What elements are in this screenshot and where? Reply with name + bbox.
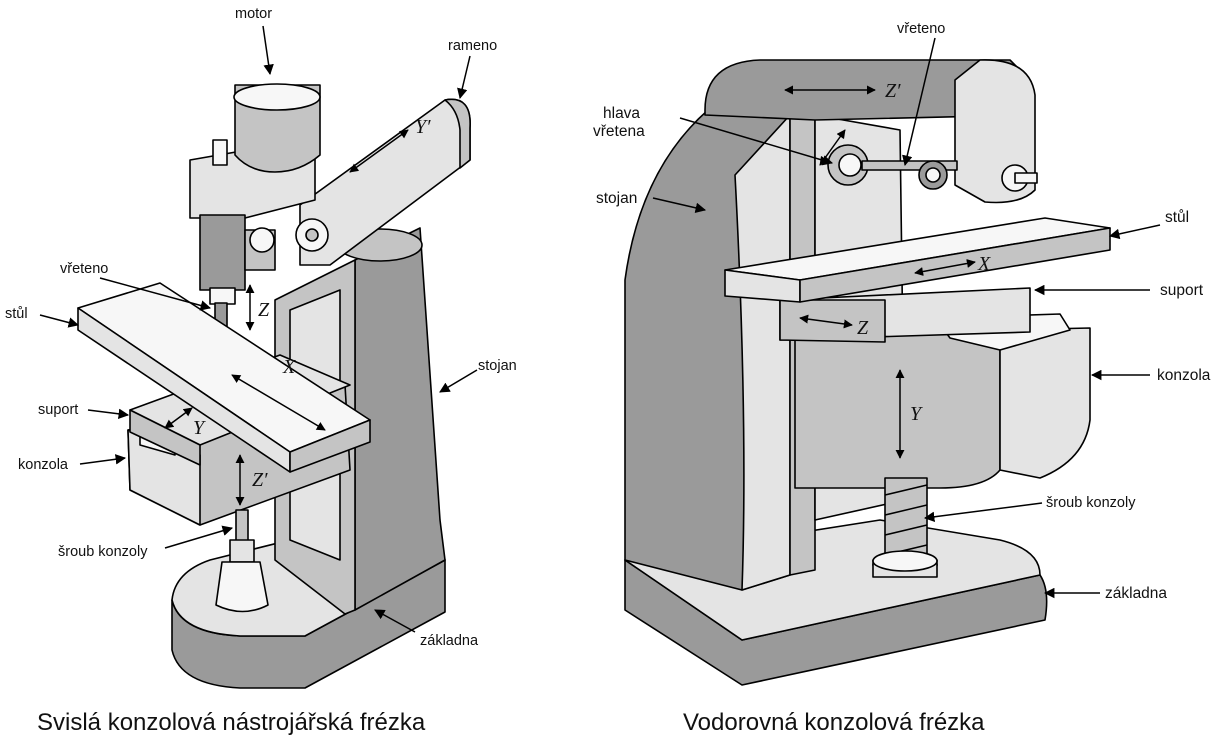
axis-z-left: Z: [258, 299, 270, 321]
label-zakladna-right: základna: [1105, 585, 1167, 602]
motion-z-right: [799, 314, 853, 329]
horizontal-milling-machine: vřeteno hlava vřetena stojan stůl suport…: [593, 21, 1211, 736]
label-stojan-left: stojan: [478, 358, 517, 374]
motion-yprime-left: [349, 129, 409, 173]
elevating-screw-right: [872, 477, 938, 578]
label-suport-left: suport: [38, 402, 78, 418]
axis-x-right: X: [977, 253, 991, 275]
leader-stojan-left: [439, 369, 478, 393]
caption-right: Vodorovná konzolová frézka: [683, 709, 985, 736]
leader-rameno: [457, 55, 471, 100]
label-suport-right: suport: [1160, 282, 1204, 299]
axis-z-right: Z: [857, 317, 869, 339]
vertical-milling-machine: motor rameno vřeteno stůl stojan suport …: [5, 6, 517, 736]
leader-vreteno-right: [902, 37, 936, 167]
leader-hlava-vretena: [679, 117, 834, 166]
motion-x-left: [231, 374, 326, 431]
axis-y-left: Y: [193, 417, 206, 439]
leader-motor: [262, 25, 274, 76]
label-sroub-right: šroub konzoly: [1046, 495, 1136, 511]
leader-konzola-left: [79, 454, 127, 465]
table-right: [724, 217, 1111, 303]
label-konzola-right: konzola: [1157, 367, 1211, 384]
ram-left: [295, 98, 471, 266]
label-hlava: hlava: [603, 105, 640, 122]
label-stojan-right: stojan: [596, 190, 637, 207]
label-sroub-left: šroub konzoly: [58, 544, 148, 560]
axis-x-left: X: [282, 356, 296, 378]
axis-yprime-left: Y′: [415, 116, 431, 138]
leader-zakladna-left: [374, 609, 416, 633]
label-stul-right: stůl: [1165, 209, 1189, 226]
leader-sroub-left: [164, 525, 234, 549]
label-vreteno-left: vřeteno: [60, 261, 108, 277]
leader-vreteno-left: [99, 277, 212, 311]
leader-stul-left: [39, 314, 80, 328]
label-motor: motor: [235, 6, 272, 22]
label-vreteno-right: vřeteno: [897, 21, 945, 37]
label-konzola-left: konzola: [18, 457, 69, 473]
label-vretena: vřetena: [593, 123, 645, 140]
label-rameno: rameno: [448, 38, 497, 54]
leader-stojan-right: [652, 197, 707, 213]
axis-zprime-right: Z′: [885, 80, 901, 102]
motion-x-right: [914, 259, 976, 276]
caption-left: Svislá konzolová nástrojářská frézka: [37, 709, 426, 736]
leader-suport-left: [87, 408, 130, 420]
label-stul-left: stůl: [5, 306, 28, 322]
axis-y-right: Y: [910, 403, 923, 425]
leader-sroub-right: [923, 502, 1043, 523]
leader-stul-right: [1108, 224, 1161, 240]
elevating-screw-left: [215, 509, 269, 613]
label-zakladna-left: základna: [420, 633, 479, 649]
motion-spindle-head-right: [819, 129, 846, 166]
head-left: [189, 83, 321, 334]
motion-y-left: [164, 407, 193, 429]
axis-zprime-left: Z′: [252, 469, 268, 491]
